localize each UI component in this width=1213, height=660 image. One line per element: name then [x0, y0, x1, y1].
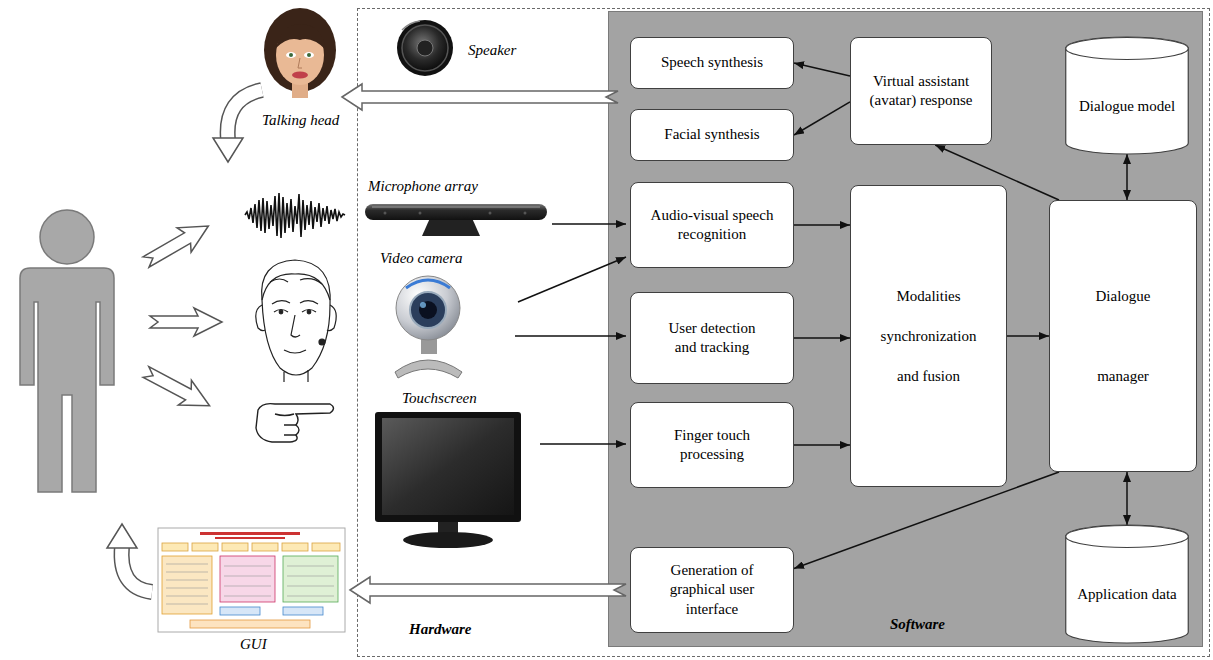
- connector-arrow: [794, 63, 850, 76]
- software-panel: Software Speech synthesisFacial synthesis…: [608, 11, 1203, 647]
- box-label: Audio-visual speech recognition: [642, 206, 782, 245]
- speech-waveform: [245, 193, 345, 238]
- touchscreen-picture: [375, 412, 521, 548]
- box-label: Speech synthesis: [661, 53, 763, 73]
- process-box: Modalities synchronization and fusion: [850, 185, 1007, 487]
- device-label: Touchscreen: [402, 390, 477, 407]
- process-box: Virtual assistant (avatar) response: [850, 37, 992, 145]
- process-box: Facial synthesis: [630, 109, 794, 161]
- cylinder-outline: [1065, 37, 1189, 154]
- process-box: Finger touch processing: [630, 402, 794, 488]
- connector-arrow: [1126, 472, 1128, 525]
- connector-arrow: [794, 337, 850, 339]
- device-wire: [515, 224, 626, 444]
- connector-arrow: [794, 102, 850, 135]
- output-arrow: [342, 84, 618, 110]
- speaker-picture: [397, 20, 453, 76]
- device-label: Microphone array: [368, 178, 478, 195]
- box-label: Facial synthesis: [664, 125, 759, 145]
- device-label: Video camera: [380, 250, 463, 267]
- face-sketch: [256, 260, 337, 382]
- box-label: Dialogue manager: [1078, 256, 1168, 416]
- process-box: Audio-visual speech recognition: [630, 182, 794, 268]
- device-label: GUI: [240, 636, 267, 653]
- connector-arrow: [794, 224, 850, 226]
- curved-arrow: [213, 90, 262, 162]
- connector-arrow: [1126, 154, 1128, 200]
- connector-arrow: [794, 444, 850, 446]
- box-label: Generation of graphical user interface: [660, 561, 765, 620]
- box-label: Application data: [1077, 585, 1177, 605]
- database-cylinder: Dialogue model: [1065, 37, 1189, 154]
- device-label: Talking head: [262, 112, 339, 129]
- box-label: Virtual assistant (avatar) response: [859, 72, 984, 111]
- person-silhouette: [20, 210, 114, 492]
- hardware-region: Hardware Software Speech synthesisFacial s…: [357, 8, 1210, 657]
- process-box: Generation of graphical user interface: [630, 547, 794, 633]
- talking-head-picture: [264, 8, 336, 98]
- region-heading: Software: [890, 616, 945, 633]
- box-label: Modalities synchronization and fusion: [873, 276, 985, 396]
- process-box: Dialogue manager: [1049, 200, 1197, 472]
- box-label: Dialogue model: [1079, 97, 1175, 117]
- output-arrow: [350, 577, 626, 603]
- cylinder-outline: [1065, 525, 1189, 643]
- region-heading: Hardware: [409, 621, 472, 638]
- video-camera-picture: [395, 276, 462, 378]
- curved-arrow: [107, 524, 152, 592]
- hollow-arrow: [139, 214, 222, 418]
- box-label: User detection and tracking: [660, 319, 765, 358]
- microphone-array-picture: [365, 204, 547, 236]
- connector-arrow: [1007, 335, 1049, 337]
- pointing-hand: [256, 404, 334, 442]
- device-label: Speaker: [468, 42, 516, 59]
- process-box: User detection and tracking: [630, 292, 794, 384]
- process-box: Speech synthesis: [630, 37, 794, 89]
- box-label: Finger touch processing: [662, 426, 762, 465]
- connector-arrow: [935, 145, 1059, 200]
- gui-screenshot: [158, 528, 345, 632]
- database-cylinder: Application data: [1065, 525, 1189, 643]
- connector-arrow: [794, 472, 1059, 569]
